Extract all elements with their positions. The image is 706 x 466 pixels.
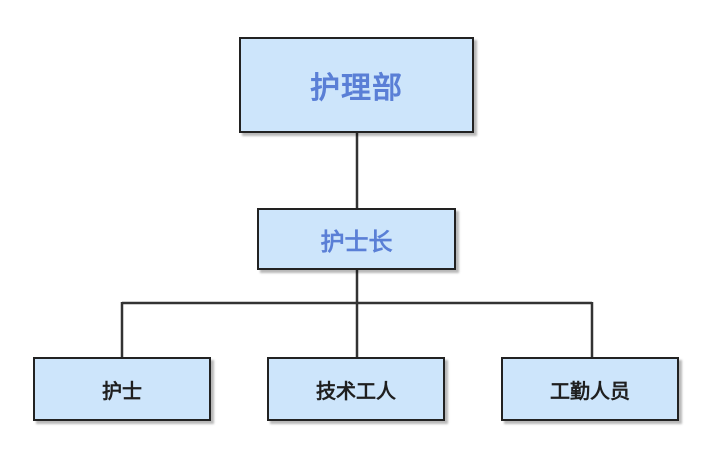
- node-nurse: 护士: [33, 357, 211, 421]
- node-service-staff: 工勤人员: [501, 357, 679, 421]
- node-technical-workers-label: 技术工人: [316, 378, 396, 403]
- node-nurse-label: 护士: [102, 378, 142, 403]
- node-nursing-department: 护理部: [239, 37, 474, 133]
- node-technical-workers: 技术工人: [267, 357, 445, 421]
- node-nursing-department-label: 护理部: [310, 71, 403, 106]
- node-service-staff-label: 工勤人员: [550, 378, 630, 403]
- node-head-nurse-label: 护士长: [320, 227, 393, 256]
- node-head-nurse: 护士长: [257, 208, 456, 270]
